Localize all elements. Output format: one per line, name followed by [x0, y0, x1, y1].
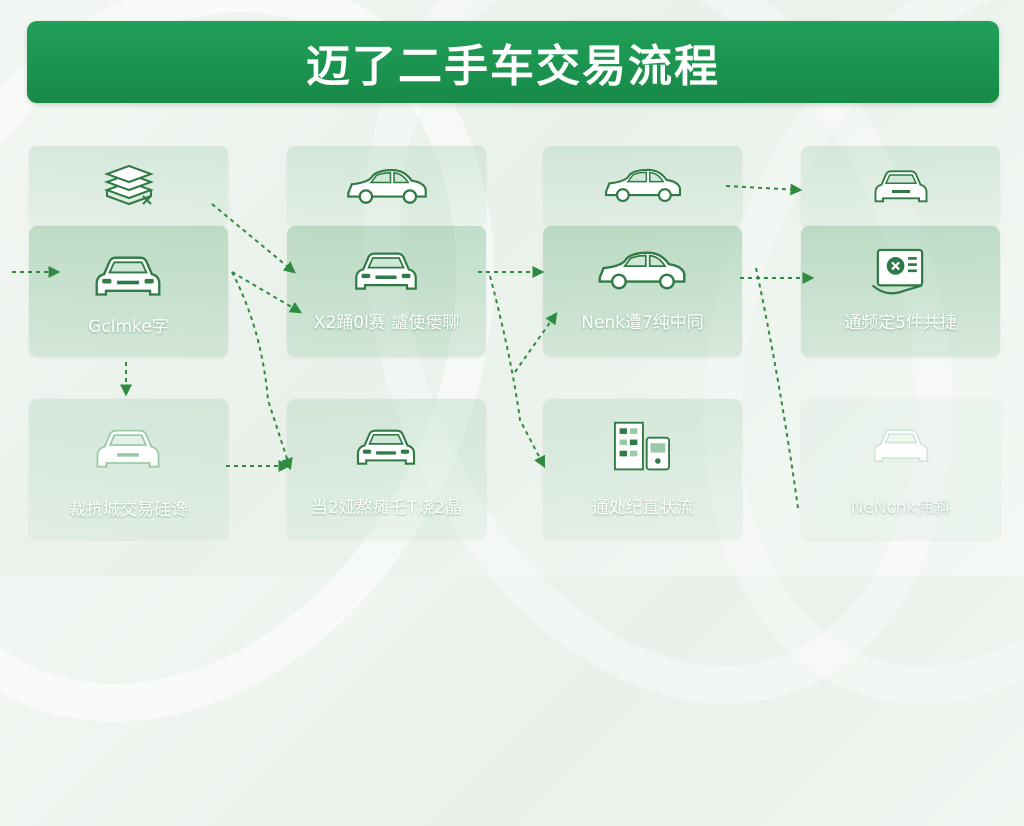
car-side-icon: [347, 169, 427, 204]
car-front-icon: [355, 252, 417, 290]
arrow: [489, 275, 546, 469]
step-card-3: Nenk遭7纯中同: [543, 226, 742, 357]
step-label: 通频定5件共捷: [844, 313, 957, 333]
certificate-icon: [871, 248, 924, 295]
step-label: NeNcnk伟斜: [850, 498, 951, 518]
step-card-7: 通处纪直状流: [543, 399, 742, 539]
step-card-1: Gclmke字: [29, 226, 228, 357]
step-label: 裁抗城交易硅谗: [69, 500, 188, 520]
top-tile-1: [29, 146, 228, 226]
car-front-icon: [95, 256, 161, 296]
step-card-8: NeNcnk伟斜: [801, 399, 1000, 539]
step-label: Nenk遭7纯中同: [581, 313, 704, 333]
arrow: [755, 267, 799, 509]
arrow: [231, 271, 293, 471]
stack-icon: [104, 164, 154, 206]
top-tile-3: [543, 146, 742, 226]
step-card-4: 通频定5件共捷: [801, 226, 1000, 357]
car-front-icon: [96, 429, 160, 468]
step-card-2: X2踊0l赛 謯使瘘聊: [287, 226, 486, 357]
background-streak: [260, 0, 1024, 788]
documents-icon: [614, 421, 670, 471]
top-tile-4: [801, 146, 1000, 226]
step-label: 当2娅熬瘫乇T烧2晶: [310, 498, 463, 518]
step-label: 通处纪直状流: [591, 498, 694, 518]
step-label: X2踊0l赛 謯使瘘聊: [313, 313, 460, 333]
page-title: 迈了二手车交易流程: [306, 41, 720, 92]
step-label: Gclmke字: [88, 317, 169, 337]
top-tile-2: [287, 146, 486, 226]
title-banner: 迈了二手车交易流程: [27, 21, 999, 103]
car-side-icon: [604, 168, 682, 203]
car-side-icon: [598, 251, 686, 290]
step-card-5: 裁抗城交易硅谗: [29, 399, 228, 539]
car-front-icon: [356, 429, 416, 465]
step-card-6: 当2娅熬瘫乇T烧2晶: [287, 399, 486, 539]
car-front-icon: [874, 170, 928, 203]
background-streak: [603, 0, 1024, 785]
car-front-icon: [873, 429, 929, 462]
